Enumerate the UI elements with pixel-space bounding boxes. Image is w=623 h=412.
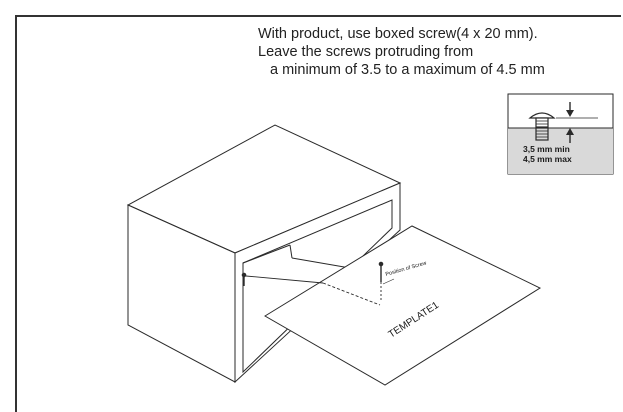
screw-icon — [528, 112, 556, 141]
position-label-leader — [382, 278, 395, 285]
diagram-frame — [15, 15, 621, 412]
instruction-line-1: With product, use boxed screw(4 x 20 mm)… — [258, 26, 538, 42]
cabinet-opening — [242, 199, 393, 374]
screw-detail-inset: 3,5 mm min 4,5 mm max — [507, 93, 614, 175]
opening-floor-line — [291, 257, 351, 269]
max-dimension-label: 4,5 mm max — [523, 154, 572, 164]
instruction-text: With product, use boxed screw(4 x 20 mm)… — [258, 25, 620, 79]
left-guide-line — [245, 275, 324, 284]
template-sheet: TEMPLATE1 Position of Screw — [264, 225, 542, 386]
instruction-line-2: Leave the screws protruding from — [258, 44, 474, 60]
arrow-down-icon — [566, 102, 574, 117]
right-screw-icon — [378, 261, 384, 282]
left-guide-dashed-line — [322, 282, 381, 306]
instruction-line-3: a minimum of 3.5 to a maximum of 4.5 mm — [270, 62, 545, 78]
screw-markers — [241, 261, 395, 306]
opening-back-edge — [242, 244, 291, 264]
left-screw-icon — [241, 272, 247, 286]
min-dimension-label: 3,5 mm min — [523, 144, 570, 154]
opening-back-corner — [289, 244, 293, 259]
template-paper — [264, 225, 542, 386]
arrow-up-icon — [566, 128, 574, 143]
wall-section — [508, 128, 613, 174]
